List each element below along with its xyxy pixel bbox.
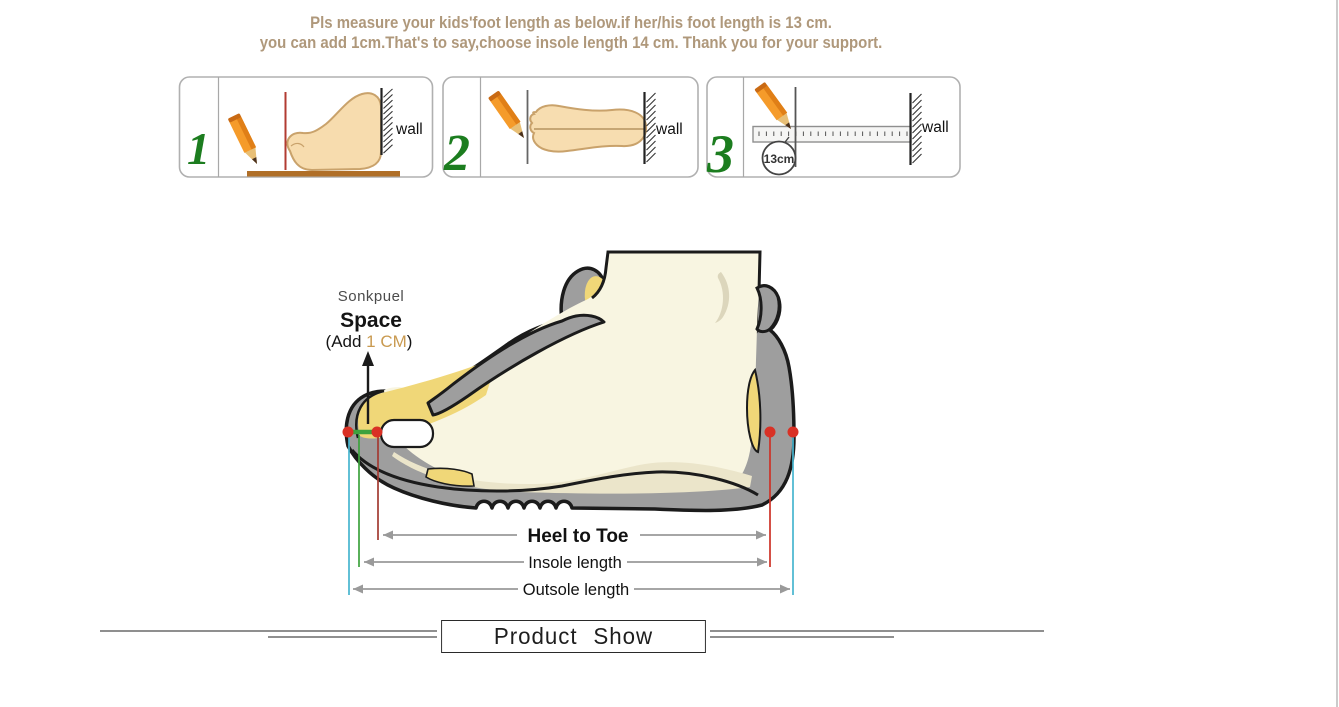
shoe-illustration <box>344 250 796 513</box>
space-label: Space <box>340 309 402 332</box>
foot-shading <box>392 452 752 494</box>
sock-and-foot <box>375 252 760 493</box>
wall-label: wall <box>655 121 683 138</box>
wall-label: wall <box>395 121 423 138</box>
instruction-line-1: Pls measure your kids'foot length as bel… <box>310 13 832 32</box>
outsole-length-label: Outsole length <box>523 581 629 599</box>
heel-collar <box>755 284 781 334</box>
step-1-panel: 1 wall <box>178 76 434 178</box>
marker-dot <box>787 426 799 438</box>
marker-dot <box>342 426 354 438</box>
measurement-callout-circle <box>761 140 797 176</box>
ankle-shading <box>715 272 730 323</box>
step-2-panel: 2 wall <box>442 76 699 182</box>
marker-dot <box>764 426 776 438</box>
banner-rule <box>710 635 894 638</box>
floor <box>247 171 400 177</box>
product-show-banner: Product Show <box>441 620 706 653</box>
step-3-number: 3 <box>706 124 734 184</box>
step-2-number: 2 <box>443 125 470 182</box>
sock-outline <box>591 250 762 300</box>
step-3-panel: 3 13cm wall <box>706 76 961 184</box>
ruler <box>752 125 912 143</box>
vamp-band <box>426 313 606 417</box>
add-note: (Add 1 CM) <box>326 332 413 351</box>
heel-insole <box>745 367 762 454</box>
banner-rule <box>710 630 1044 632</box>
product-show-title: Product Show <box>493 623 654 649</box>
measure-instructions: Pls measure your kids'foot length as bel… <box>69 13 1074 52</box>
measurement-lines: Heel to Toe Insole length Outsole length <box>342 426 799 599</box>
heel-to-toe-label: Heel to Toe <box>528 526 629 547</box>
banner-rule <box>100 630 437 632</box>
wall-label: wall <box>921 119 949 136</box>
measurement-callout-label: 13cm <box>764 152 795 166</box>
sole-inner-line <box>350 449 759 497</box>
step-1-number: 1 <box>187 123 210 174</box>
page-edge-line <box>1336 0 1338 707</box>
foot-side-illustration <box>286 92 382 172</box>
toe-cap <box>379 418 435 449</box>
instruction-line-2: you can add 1cm.That's to say,choose ins… <box>259 32 883 52</box>
banner-rule <box>268 635 437 638</box>
space-annotation: Sonkpuel Space (Add 1 CM) <box>326 288 413 435</box>
insole-length-label: Insole length <box>528 554 622 572</box>
arch-insole <box>425 467 475 487</box>
marker-dot <box>371 426 383 438</box>
ruler-ticks <box>758 131 908 136</box>
brand-label: Sonkpuel <box>338 288 405 305</box>
space-arrowhead <box>362 351 374 366</box>
